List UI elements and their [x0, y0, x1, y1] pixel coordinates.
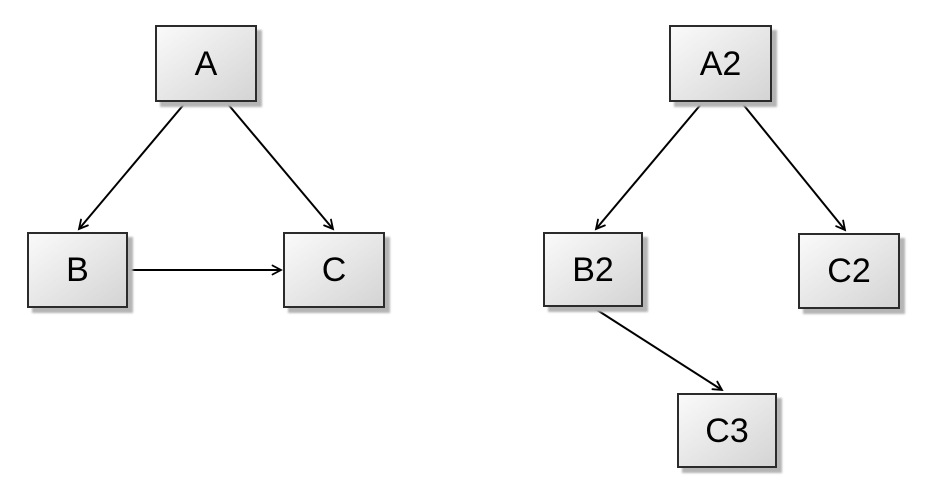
node-A2[interactable]: A2: [669, 25, 772, 102]
node-label-A2: A2: [699, 44, 742, 83]
node-label-B: B: [66, 251, 89, 289]
node-C2[interactable]: C2: [798, 233, 900, 309]
edge-A2-to-C2: [741, 102, 847, 232]
node-label-C2: C2: [827, 252, 871, 290]
node-label-A: A: [194, 44, 218, 83]
edge-B2-to-C3: [593, 307, 724, 392]
node-A[interactable]: A: [155, 25, 257, 102]
node-C[interactable]: C: [283, 232, 385, 308]
node-C3[interactable]: C3: [677, 393, 777, 468]
node-B[interactable]: B: [27, 232, 128, 308]
node-label-C3: C3: [705, 411, 749, 450]
edge-A2-to-B2: [594, 102, 703, 231]
edge-A-to-C: [226, 102, 335, 231]
node-label-B2: B2: [572, 250, 614, 289]
node-label-C: C: [321, 251, 347, 289]
edge-A-to-B: [77, 102, 186, 231]
node-B2[interactable]: B2: [543, 232, 643, 307]
